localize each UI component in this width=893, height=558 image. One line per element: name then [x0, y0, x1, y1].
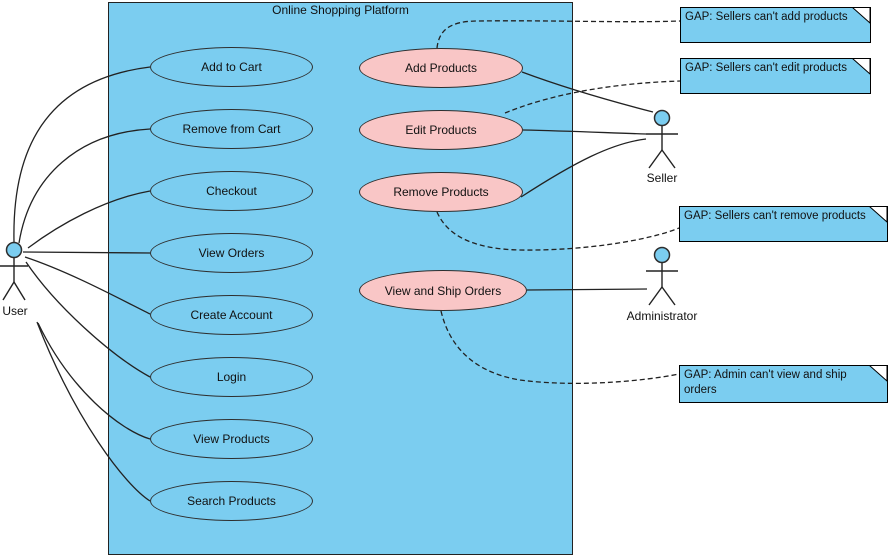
administrator-actor-head	[653, 246, 671, 264]
use-case-remove-products[interactable]: Remove Products	[359, 172, 523, 212]
use-case-remove-from-cart[interactable]: Remove from Cart	[150, 109, 313, 149]
use-case-login[interactable]: Login	[150, 357, 313, 397]
administrator-actor-leg-left	[648, 286, 663, 306]
seller-actor-figure[interactable]	[646, 109, 678, 169]
use-case-view-ship-orders[interactable]: View and Ship Orders	[359, 270, 527, 311]
use-case-add-to-cart[interactable]: Add to Cart	[150, 47, 313, 87]
note-text: GAP: Sellers can't edit products	[685, 62, 847, 74]
use-case-label: Login	[216, 370, 247, 384]
connector-seller-remove-products	[520, 138, 647, 198]
note-text: GAP: Sellers can't remove products	[684, 210, 866, 222]
system-title: Online Shopping Platform	[272, 3, 409, 17]
note-fold-icon	[852, 58, 871, 75]
note-fold-icon	[869, 206, 888, 223]
use-case-label: Add to Cart	[201, 60, 262, 74]
use-case-view-products[interactable]: View Products	[150, 419, 313, 459]
administrator-actor-figure[interactable]	[646, 246, 678, 306]
seller-actor-leg-left	[648, 149, 663, 169]
use-case-label: Add Products	[404, 61, 478, 75]
use-case-label: Edit Products	[405, 123, 477, 137]
use-case-view-orders[interactable]: View Orders	[150, 233, 313, 273]
use-case-label: Search Products	[187, 494, 276, 508]
note-gap-remove-products[interactable]: GAP: Sellers can't remove products	[679, 206, 888, 242]
use-case-label: View and Ship Orders	[384, 283, 502, 298]
use-case-search-products[interactable]: Search Products	[150, 481, 313, 521]
anchor-note-add-products	[436, 20, 681, 49]
use-case-label: Create Account	[190, 308, 273, 322]
seller-actor-leg-right	[661, 149, 676, 169]
use-case-add-products[interactable]: Add Products	[359, 48, 523, 88]
connector-user-add-to-cart	[13, 66, 151, 243]
use-case-label: View Orders	[198, 246, 265, 260]
use-case-label: Checkout	[206, 184, 257, 198]
connector-user-search-products	[36, 321, 151, 502]
user-actor-head	[5, 241, 23, 259]
connector-user-view-orders	[22, 251, 151, 254]
use-case-label: Remove from Cart	[182, 122, 281, 136]
connector-user-login	[25, 261, 151, 378]
connector-user-view-products	[37, 322, 151, 440]
connector-user-remove-from-cart	[18, 128, 151, 244]
note-fold-icon	[852, 7, 871, 24]
note-gap-edit-products[interactable]: GAP: Sellers can't edit products	[680, 58, 871, 94]
user-actor-leg-right	[13, 281, 26, 301]
use-case-edit-products[interactable]: Edit Products	[359, 110, 523, 150]
user-actor-figure[interactable]	[0, 241, 28, 301]
user-actor-label: User	[2, 304, 28, 318]
note-fold-icon	[869, 365, 888, 382]
administrator-actor-leg-right	[661, 286, 676, 306]
connector-user-create-account	[24, 256, 151, 315]
connector-seller-add-products	[521, 71, 654, 113]
use-case-create-account[interactable]: Create Account	[150, 295, 313, 335]
note-text: GAP: Admin can't view and ship orders	[684, 369, 847, 396]
connector-admin-view-ship-orders	[526, 288, 648, 291]
use-case-checkout[interactable]: Checkout	[150, 171, 313, 211]
note-text: GAP: Sellers can't add products	[685, 11, 848, 23]
administrator-actor-label: Administrator	[626, 309, 698, 323]
anchor-note-remove-products	[436, 211, 680, 251]
seller-actor-label: Seller	[646, 171, 678, 185]
anchor-note-edit-products	[504, 80, 681, 114]
user-actor-leg-left	[2, 281, 15, 301]
anchor-note-view-ship-orders	[440, 310, 680, 385]
note-gap-add-products[interactable]: GAP: Sellers can't add products	[680, 7, 871, 43]
use-case-label: Remove Products	[393, 185, 489, 199]
use-case-label: View Products	[193, 432, 270, 446]
note-gap-view-ship-orders[interactable]: GAP: Admin can't view and ship orders	[679, 365, 888, 403]
seller-actor-head	[653, 109, 671, 127]
connector-user-checkout	[27, 190, 151, 249]
connector-seller-edit-products	[522, 129, 647, 135]
